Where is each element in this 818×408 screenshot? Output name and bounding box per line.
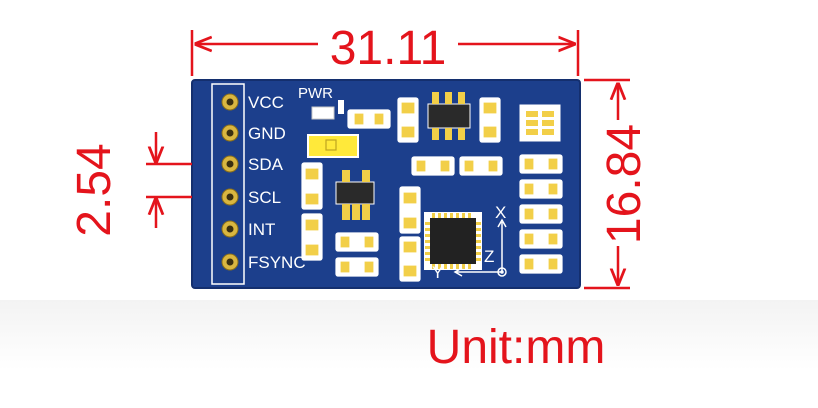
axis-indicator — [453, 218, 507, 277]
smd-components — [301, 97, 563, 282]
pin-sda: SDA — [221, 155, 284, 174]
pin-label: INT — [248, 220, 275, 239]
pin-label: GND — [248, 124, 286, 143]
pitch-dimension — [146, 132, 192, 228]
pin-label: VCC — [248, 93, 284, 112]
pwr-led-pad — [338, 100, 344, 114]
mpu-sensor-chip — [424, 212, 482, 270]
unit-label: Unit:mm — [427, 321, 606, 374]
voltage-regulator — [335, 170, 375, 220]
pin-vcc: VCC — [221, 93, 284, 112]
pwr-label: PWR — [298, 85, 333, 102]
pitch-label: 2.54 — [68, 143, 121, 236]
axis-y-label: Y — [432, 263, 443, 282]
background-shadow — [0, 300, 818, 400]
pin-scl: SCL — [221, 188, 281, 207]
height-label: 16.84 — [598, 124, 651, 244]
height-dimension — [584, 78, 630, 290]
pin-header-outline — [211, 83, 245, 285]
ic-dfn-right — [519, 104, 561, 142]
pin-fsync: FSYNC — [221, 253, 306, 272]
pwr-led-indicator — [311, 106, 335, 120]
width-label: 31.11 — [330, 22, 447, 75]
axis-z-label: Z — [484, 247, 494, 266]
power-led — [307, 134, 359, 158]
pin-label: SCL — [248, 188, 281, 207]
pin-label: SDA — [248, 155, 284, 174]
axis-x-label: X — [495, 203, 506, 222]
ic-sot-top — [427, 92, 471, 140]
pin-header: VCC GND SDA SCL INT FSYNC — [221, 93, 306, 272]
power-led-center — [325, 139, 337, 151]
pin-int: INT — [221, 220, 275, 239]
pin-label: FSYNC — [248, 253, 306, 272]
pin-gnd: GND — [221, 124, 286, 143]
width-dimension — [190, 30, 580, 76]
